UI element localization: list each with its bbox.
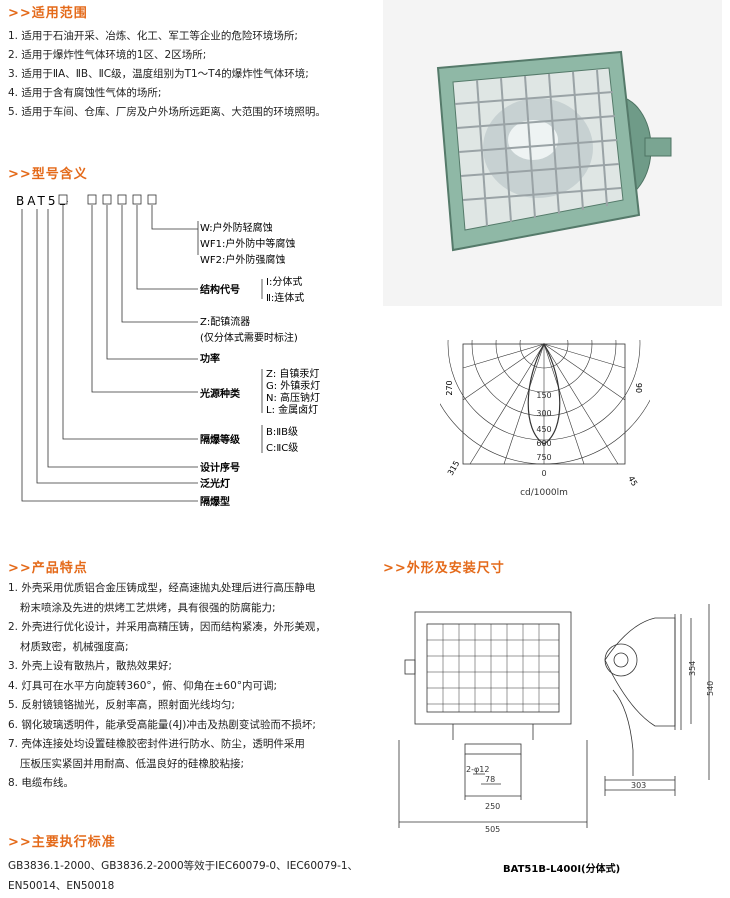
code-box [117, 194, 127, 205]
code-box [102, 194, 112, 205]
dim-354: 354 [688, 661, 697, 676]
proof: 隔爆型 [200, 495, 230, 508]
list-item: 压板压实紧固并用耐高、低温良好的硅橡胶粘接; [20, 757, 245, 770]
dim-303: 303 [631, 781, 646, 790]
code-box [132, 194, 142, 205]
list-item: 1. 外壳采用优质铝合金压铸成型，经高速抛丸处理后进行高压静电 [8, 582, 316, 594]
product-photo [383, 0, 722, 306]
source-l: L: 金属卤灯 [266, 403, 318, 416]
standards-line-2: EN50014、EN50018 [8, 880, 115, 892]
corrosion-wf2: WF2:户外防强腐蚀 [200, 253, 285, 266]
drawing-caption: BAT51B-L400Ⅰ(分体式) [503, 862, 620, 875]
model-code: BAT51 [16, 194, 69, 208]
list-item: 7. 壳体连接处均设置硅橡胶密封件进行防水、防尘，透明件采用 [8, 738, 305, 750]
section-title-model: >>型号含义 [8, 167, 88, 182]
explosion-b: B:ⅡB级 [266, 426, 298, 438]
list-item: 粉末喷涂及先进的烘烤工艺烘烤，具有很强的防腐能力; [20, 601, 276, 614]
polar-label-bottom-right: 45 [626, 475, 639, 488]
dim-78: 78 [485, 775, 495, 784]
list-item: 4. 灯具可在水平方向旋转360°，俯、仰角在±60°内可调; [8, 679, 278, 692]
flood: 泛光灯 [200, 477, 230, 490]
dim-250: 250 [485, 802, 500, 811]
ballast: Z:配镇流器 [200, 315, 250, 328]
dim-505: 505 [485, 825, 500, 834]
list-item: 3. 适用于ⅡA、ⅡB、ⅡC级，温度组别为T1～T4的爆炸性气体环境; [8, 68, 309, 80]
corrosion-wf1: WF1:户外防中等腐蚀 [200, 237, 295, 250]
list-item: 5. 反射镜镜铬抛光，反射率高，照射面光线均匀; [8, 699, 235, 711]
ring-label: 750 [536, 453, 551, 462]
standards-line-1: GB3836.1-2000、GB3836.2-2000等效于IEC60079-0… [8, 860, 359, 872]
code-box [147, 194, 157, 205]
structure-split: Ⅰ:分体式 [266, 275, 302, 288]
explosion-c: C:ⅡC级 [266, 442, 298, 454]
ring-label: 300 [536, 409, 551, 418]
section-title-standards: >>主要执行标准 [8, 835, 116, 850]
source-g: G: 外镇汞灯 [266, 379, 320, 392]
polar-unit: cd/1000lm [520, 488, 568, 498]
code-box [58, 194, 68, 205]
explosion-label: 隔爆等级 [200, 433, 241, 446]
list-item: 材质致密，机械强度高; [20, 640, 129, 653]
list-item: 1. 适用于石油开采、冶炼、化工、军工等企业的危险环境场所; [8, 30, 298, 42]
ring-label: 600 [536, 439, 551, 448]
section-title-dimensions: >>外形及安装尺寸 [383, 561, 505, 576]
source-n: N: 高压钠灯 [266, 391, 320, 404]
model-code-diagram: BAT51 - W:户外防轻腐蚀 WF1:户外防中等腐蚀 WF2:户外防强腐蚀 … [16, 194, 320, 508]
ring-label: 150 [536, 391, 551, 400]
scope-list: 1. 适用于石油开采、冶炼、化工、军工等企业的危险环境场所; 2. 适用于爆炸性… [8, 27, 326, 122]
polar-label-bottom: 0 [541, 469, 546, 478]
list-item: 6. 钢化玻璃透明件，能承受高能量(4J)冲击及热剧变试验而不损坏; [8, 718, 316, 731]
section-title-features: >>产品特点 [8, 561, 88, 576]
list-item: 5. 适用于车间、仓库、厂房及户外场所远距离、大范围的环境照明。 [8, 106, 326, 118]
list-item: 2. 适用于爆炸性气体环境的1区、2区场所; [8, 49, 207, 61]
polar-diagram: 150 300 450 600 750 0 cd/1000lm 270 90 3… [440, 340, 650, 498]
polar-label-right: 90 [634, 383, 643, 393]
list-item: 4. 适用于含有腐蚀性气体的场所; [8, 87, 162, 99]
polar-label-bottom-left: 315 [446, 459, 461, 477]
ballast-note: (仅分体式需要时标注) [200, 331, 298, 344]
structure-joint: Ⅱ:连体式 [266, 291, 304, 304]
ring-label: 450 [536, 425, 551, 434]
dimension-drawing: 2-φ12 78 250 505 303 354 540 BAT51B-L400… [398, 604, 715, 875]
corrosion-w: W:户外防轻腐蚀 [200, 221, 273, 234]
structure-label: 结构代号 [200, 283, 240, 296]
list-item: 2. 外壳进行优化设计，并采用高精压铸，因而结构紧凑，外形美观， [8, 621, 326, 633]
section-title-scope: >>适用范围 [8, 6, 88, 21]
code-box [87, 194, 97, 205]
serial: 设计序号 [200, 461, 240, 474]
polar-label-left: 270 [445, 380, 454, 395]
source-z: Z: 自镇汞灯 [266, 367, 319, 380]
dim-540: 540 [706, 681, 715, 696]
power: 功率 [200, 352, 220, 365]
list-item: 8. 电缆布线。 [8, 777, 74, 789]
dim-hole: 2-φ12 [466, 765, 489, 774]
features-list: 1. 外壳采用优质铝合金压铸成型，经高速抛丸处理后进行高压静电 粉末喷涂及先进的… [8, 579, 326, 794]
source-label: 光源种类 [199, 387, 240, 400]
list-item: 3. 外壳上设有散热片，散热效果好; [8, 660, 172, 672]
